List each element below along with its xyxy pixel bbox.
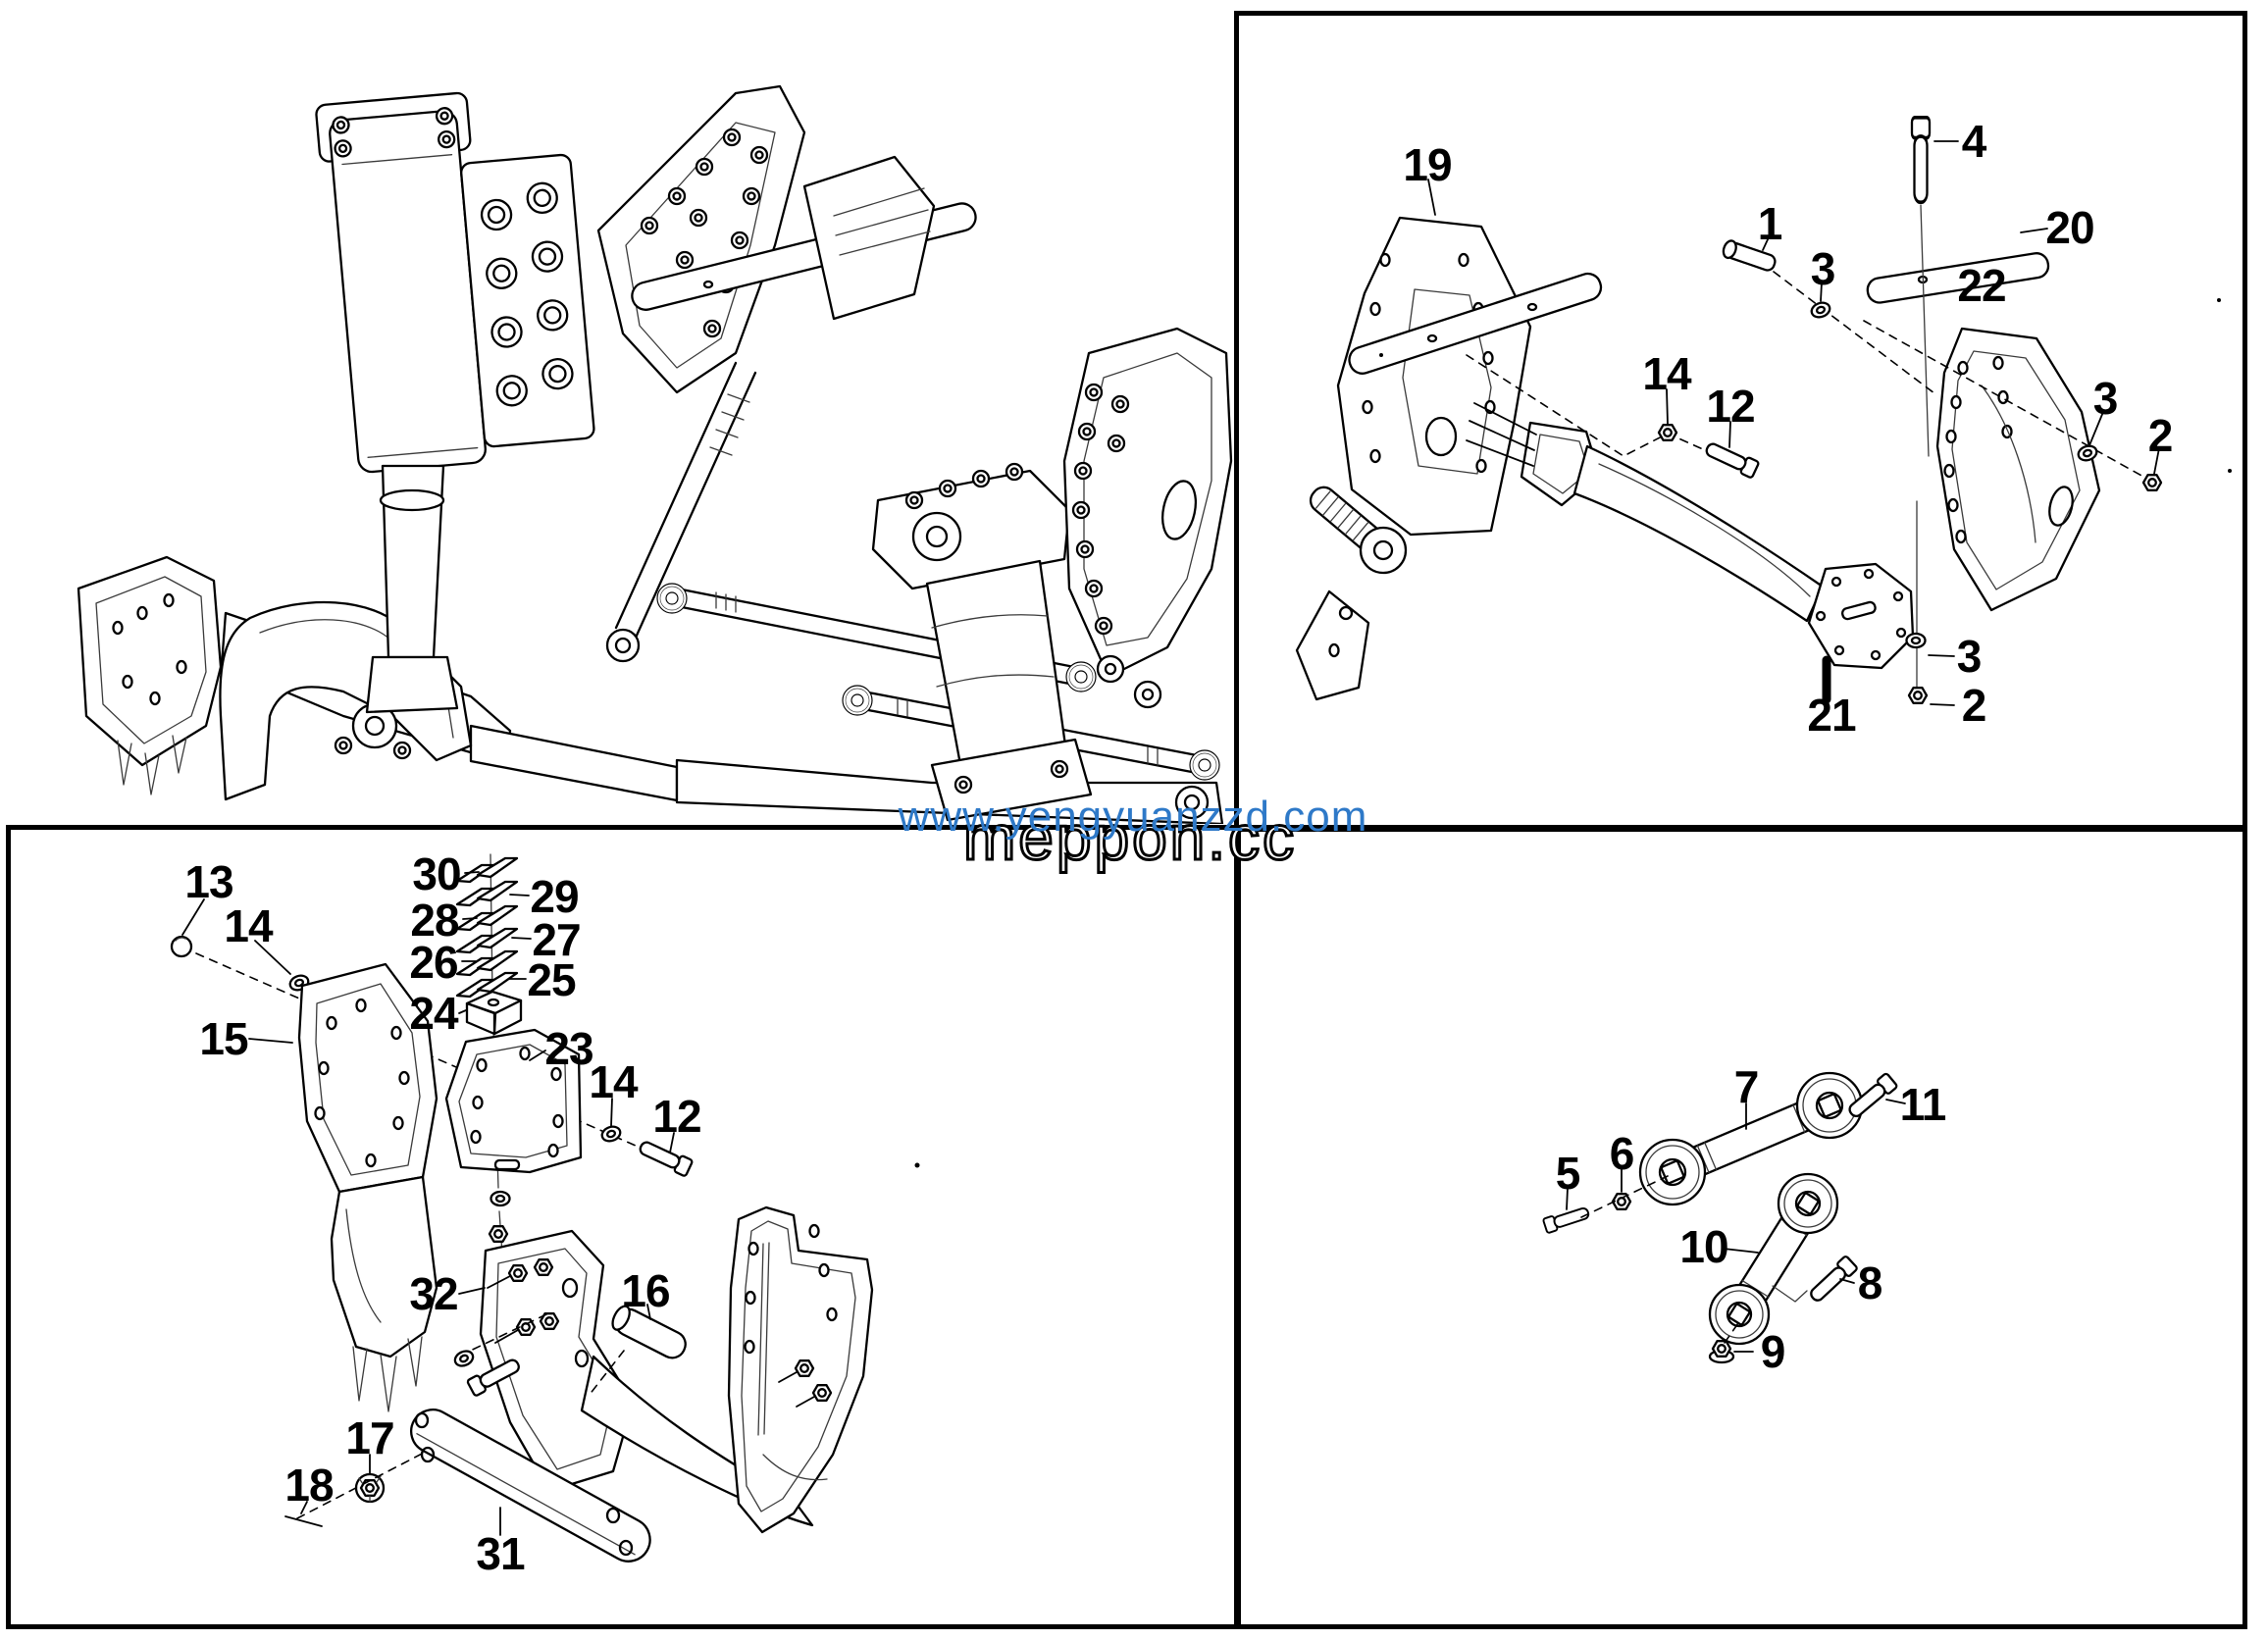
exploded-bottom-left-art [170,853,874,1563]
assembly-view-art [77,84,1233,824]
exploded-bottom-right-art [1541,1071,1906,1364]
exploded-top-right-art [1295,115,2163,706]
